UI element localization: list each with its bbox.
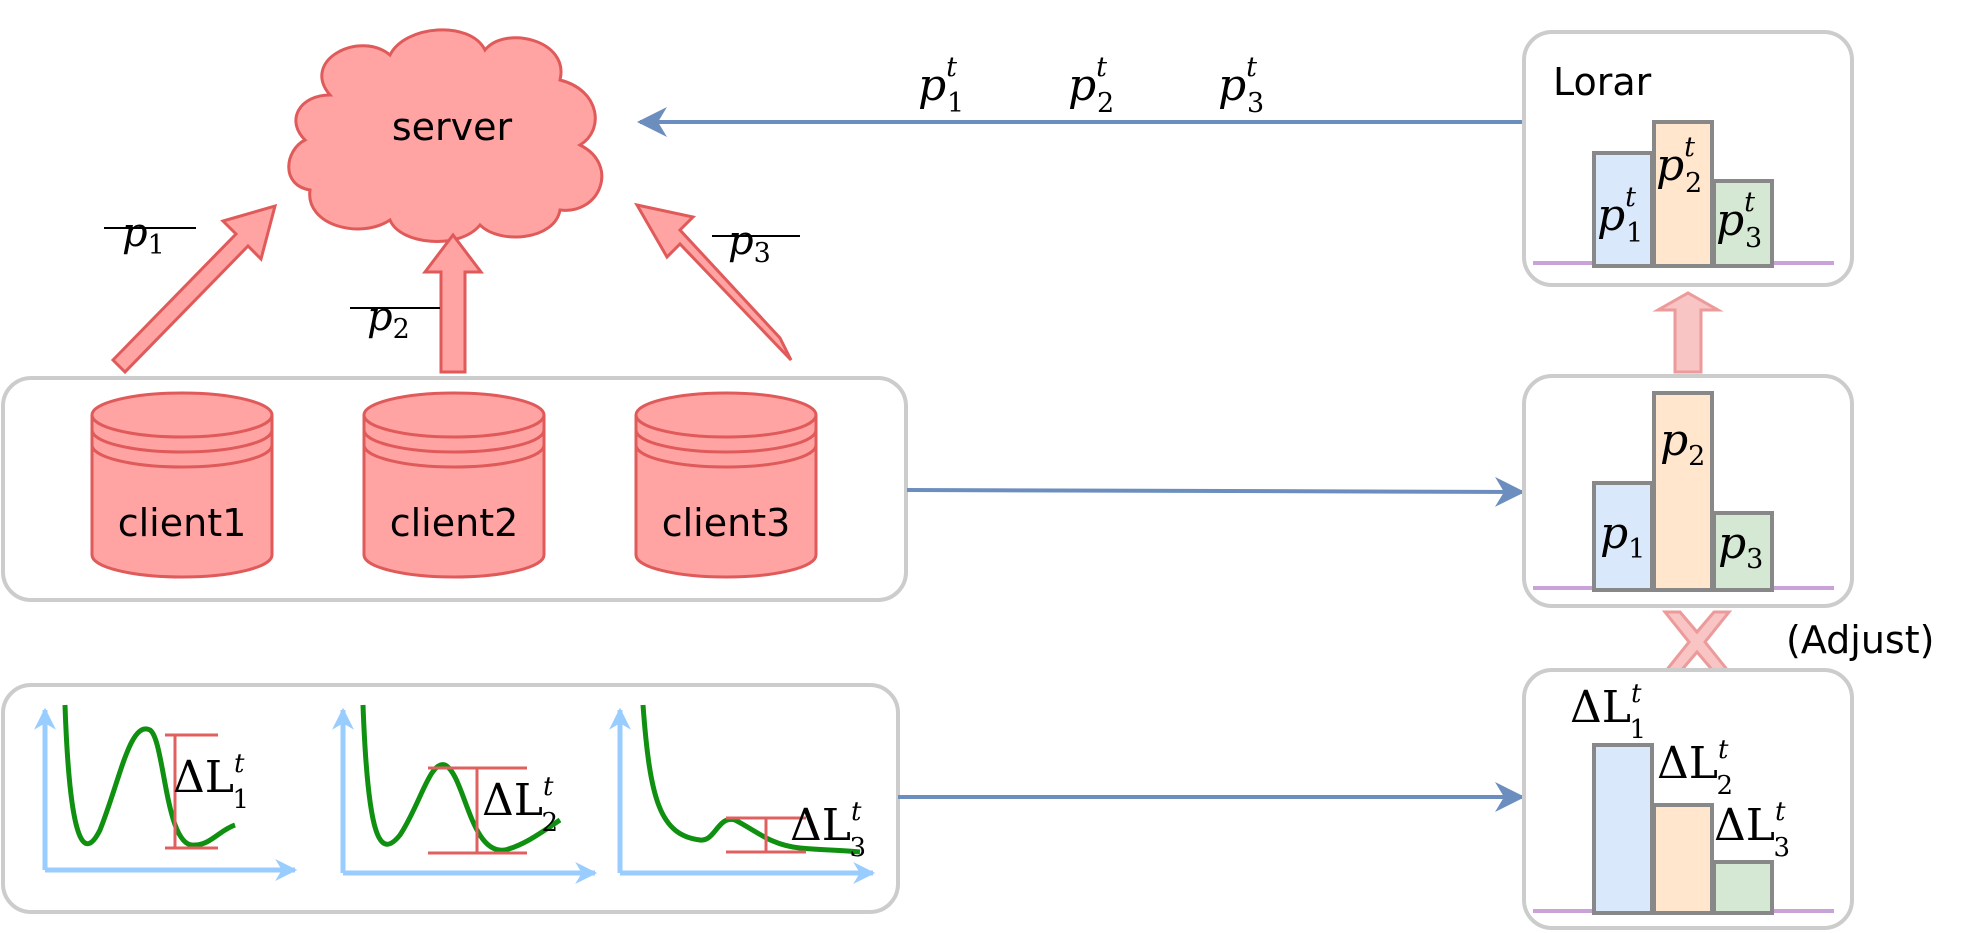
prior-bar-3: p3 <box>1712 511 1774 592</box>
svg-text:p1: p1 <box>1600 508 1645 565</box>
client-database-2: client2 <box>362 391 546 579</box>
adjust-cross-icon <box>1661 610 1733 674</box>
svg-text:p2: p2 <box>1660 415 1705 472</box>
upload-label-1: p1 <box>104 210 196 261</box>
clients-to-prior-arrow <box>906 476 1525 507</box>
prior-bar-1: p1 <box>1592 481 1654 592</box>
svg-text:p3: p3 <box>728 218 771 269</box>
svg-text:pt1: pt1 <box>1597 182 1643 249</box>
svg-text:pt2: pt2 <box>1656 132 1702 199</box>
adjust-label: (Adjust) <box>1786 618 1934 662</box>
server-label: server <box>392 105 513 149</box>
svg-text:p2: p2 <box>367 294 410 345</box>
client2-label: client2 <box>390 501 519 545</box>
upload-label-2: p2 <box>350 294 440 345</box>
upload-arrow-3 <box>634 202 793 362</box>
prior-to-lorar-arrow <box>1652 291 1724 374</box>
client3-label: client3 <box>662 501 791 545</box>
svg-text:p3: p3 <box>1718 518 1763 575</box>
client-database-3: client3 <box>634 391 818 579</box>
svg-text:p1: p1 <box>122 210 165 261</box>
prior-bar-2: p2 <box>1652 391 1714 592</box>
client1-label: client1 <box>118 501 247 545</box>
upload-arrow-1 <box>110 203 278 375</box>
upload-arrow-2 <box>421 232 485 374</box>
loss-curve-panel <box>1 683 900 914</box>
svg-text:pt3: pt3 <box>1716 187 1762 254</box>
client-database-1: client1 <box>90 391 274 579</box>
upload-label-3: p3 <box>712 218 800 269</box>
server-cloud: server <box>287 28 604 243</box>
lorar-title: Lorar <box>1553 60 1652 104</box>
